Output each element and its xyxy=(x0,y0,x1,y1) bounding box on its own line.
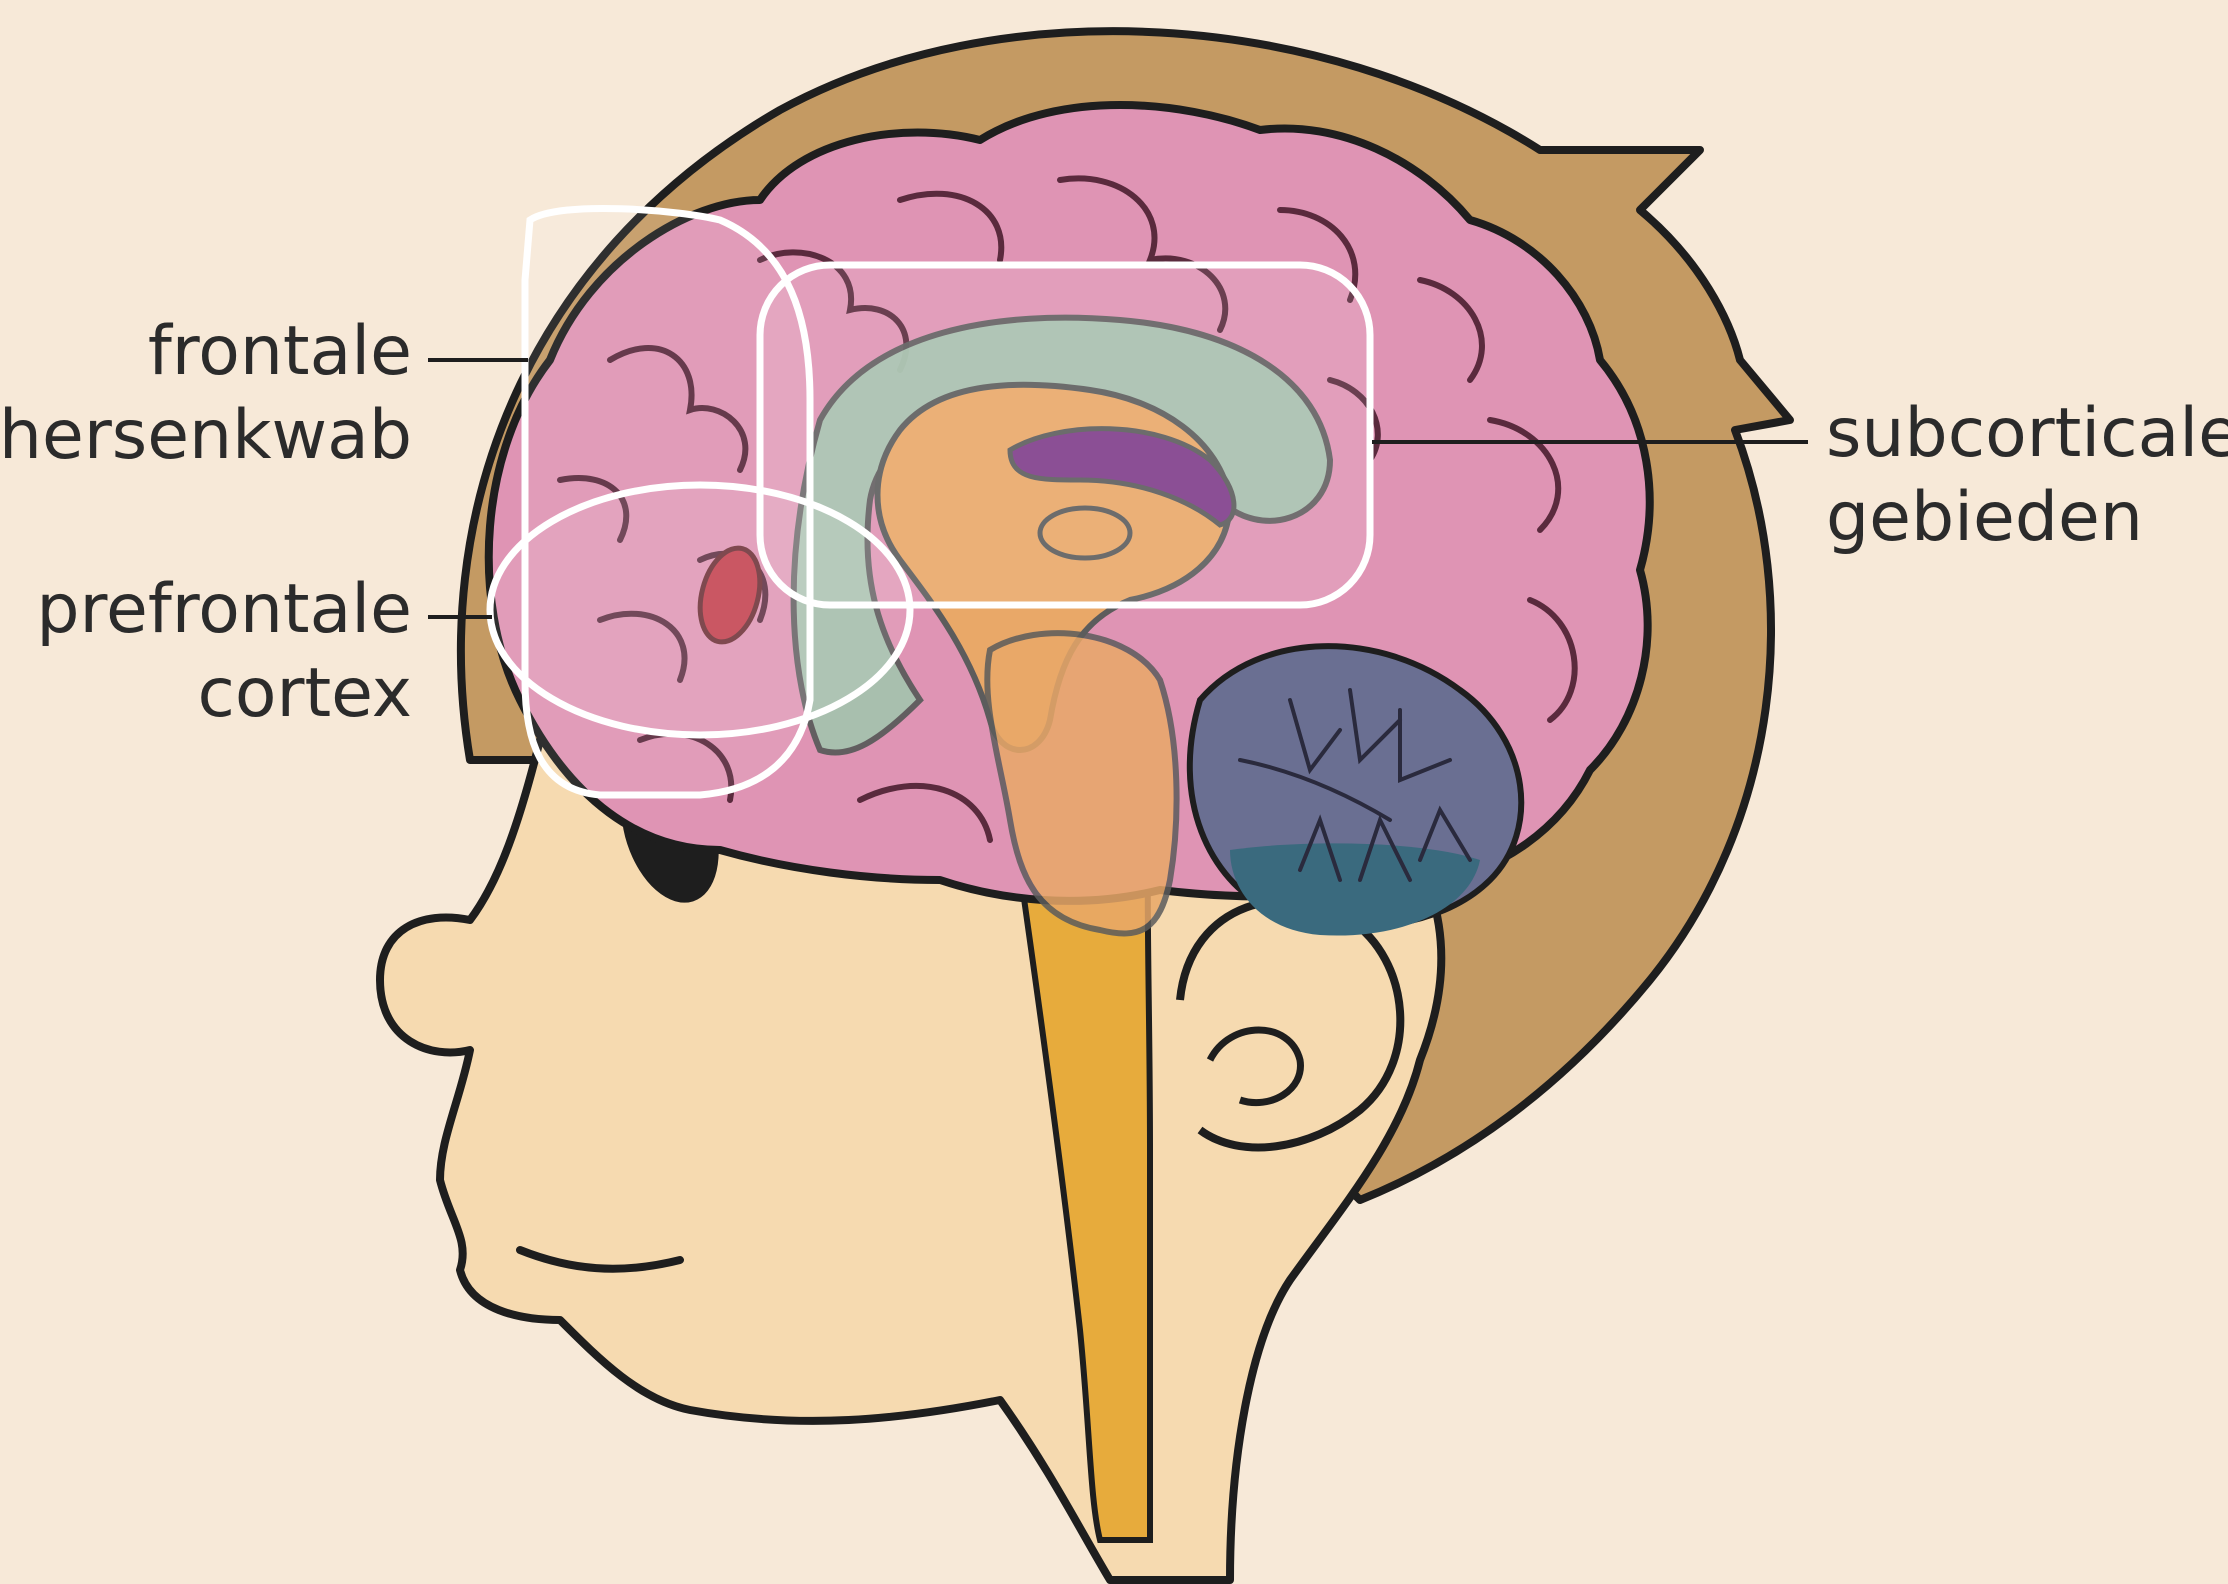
frontal-lobe-label: frontale hersenkwab xyxy=(0,310,412,478)
frontal-lobe-label-line2: hersenkwab xyxy=(0,394,412,478)
subcortical-areas-label: subcorticale gebieden xyxy=(1826,392,2228,560)
prefrontal-cortex-label-line1: prefrontale xyxy=(36,568,412,652)
subcortical-areas-label-line2: gebieden xyxy=(1826,476,2228,560)
subcortical-areas-label-line1: subcorticale xyxy=(1826,392,2228,476)
prefrontal-cortex-label: prefrontale cortex xyxy=(36,568,412,736)
subcortical-areas-highlight xyxy=(760,265,1370,605)
frontal-lobe-label-line1: frontale xyxy=(0,310,412,394)
prefrontal-cortex-label-line2: cortex xyxy=(36,652,412,736)
